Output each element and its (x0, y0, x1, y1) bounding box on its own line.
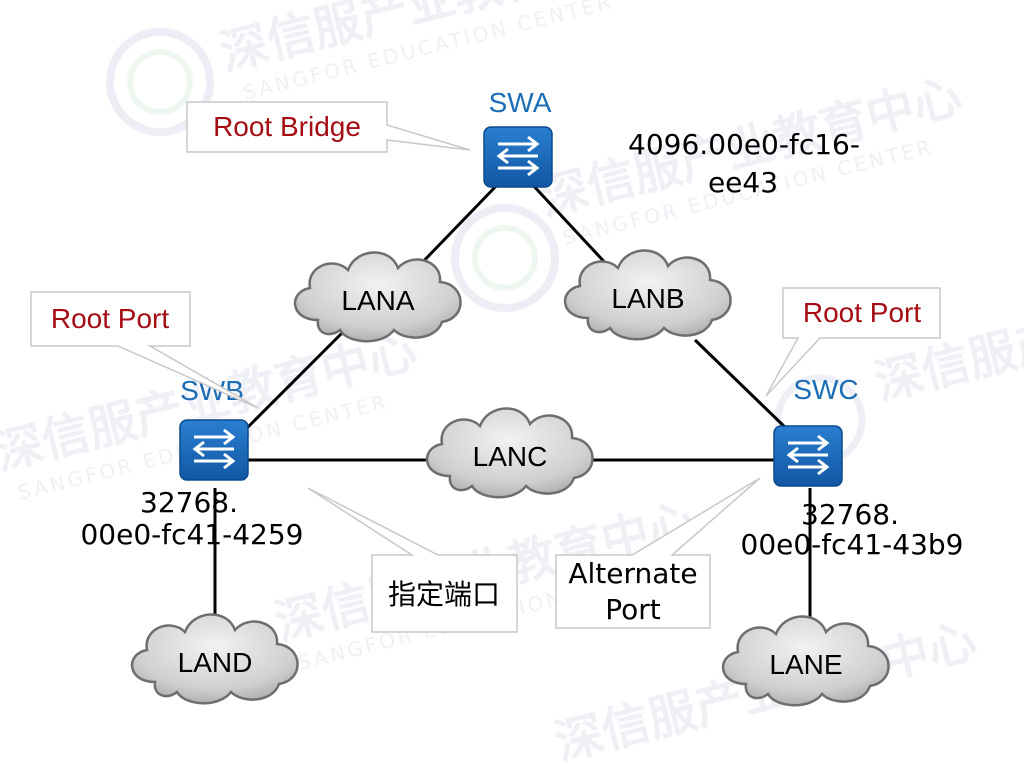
callout-label: Root Port (803, 297, 921, 328)
switch-swa (482, 125, 554, 189)
bridge-id-swa-line2: ee43 (708, 166, 778, 199)
lan-label: LANA (341, 285, 414, 316)
link-swa-lana (413, 180, 502, 272)
callout-root-port-swb: Root Port (30, 291, 259, 409)
link-swa-lanb (528, 180, 612, 270)
callout-designated-port: 指定端口 (307, 487, 518, 633)
link-lana-swb (243, 328, 347, 432)
bridge-id-swb-line2: 00e0-fc41-4259 (80, 518, 303, 551)
lan-cloud-land: LAND (130, 613, 299, 705)
lan-label: LANC (473, 441, 548, 472)
lan-cloud-lane: LANE (721, 615, 890, 707)
callout-label: Port (605, 593, 661, 626)
callout-alternate-port: Alternate Port (555, 477, 761, 629)
switch-name-swb: SWB (180, 375, 244, 406)
link-lanb-swc (693, 338, 792, 434)
switch-arrows-icon (178, 418, 250, 482)
callout-label: Root Bridge (213, 111, 361, 142)
callout-label: Root Port (51, 303, 169, 334)
switch-swc (772, 424, 844, 488)
lan-cloud-lana: LANA (293, 251, 462, 343)
lan-cloud-lanb: LANB (563, 249, 732, 341)
bridge-id-swa-line1: 4096.00e0-fc16- (628, 128, 860, 161)
switch-name-swa: SWA (489, 87, 552, 118)
bridge-id-swb-line1: 32768. (140, 486, 238, 519)
links (213, 180, 812, 620)
switch-arrows-icon (482, 125, 554, 189)
lan-label: LANE (769, 649, 842, 680)
switch-name-swc: SWC (793, 374, 858, 405)
callout-root-bridge: Root Bridge (186, 101, 471, 153)
callout-root-port-swc: Root Port (765, 287, 941, 397)
bridge-id-swc-line1: 32768. (801, 498, 899, 531)
lan-label: LANB (611, 283, 684, 314)
callout-label: Alternate (568, 557, 697, 590)
switch-arrows-icon (772, 424, 844, 488)
lan-label: LAND (178, 647, 253, 678)
switch-swb (178, 418, 250, 482)
lan-cloud-lanc: LANC (425, 407, 594, 499)
bridge-id-swc-line2: 00e0-fc41-43b9 (741, 528, 964, 561)
callout-label: 指定端口 (388, 578, 500, 611)
